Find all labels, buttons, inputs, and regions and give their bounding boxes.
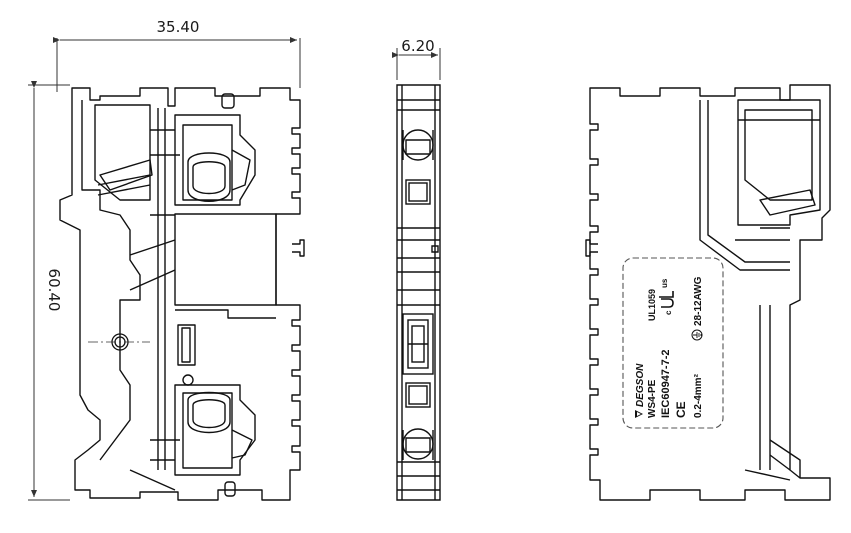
dimension-height bbox=[28, 81, 70, 501]
ul-mark-icon: c us bbox=[659, 278, 674, 315]
label-text-group: DEGSON WS4-PE UL1059 IEC60947-7-2 c us C… bbox=[635, 276, 704, 418]
model-name: WS4-PE bbox=[647, 379, 658, 418]
ul-standard: UL1059 bbox=[647, 289, 657, 321]
dimension-width bbox=[53, 37, 301, 92]
left-view bbox=[59, 87, 305, 501]
product-label-plate: DEGSON WS4-PE UL1059 IEC60947-7-2 c us C… bbox=[622, 257, 724, 429]
ce-mark: CE bbox=[674, 401, 688, 418]
brand-name: DEGSON bbox=[635, 363, 646, 407]
iec-standard: IEC60947-7-2 bbox=[660, 350, 672, 419]
degson-logo-icon bbox=[635, 410, 643, 418]
svg-text:us: us bbox=[660, 278, 669, 288]
dimension-height-label: 60.40 bbox=[45, 269, 63, 312]
middle-view bbox=[396, 84, 441, 501]
dimension-width-label: 35.40 bbox=[157, 18, 200, 36]
cross-section: 0.2-4mm² bbox=[693, 373, 704, 418]
dimension-thickness bbox=[392, 48, 441, 80]
right-view bbox=[585, 84, 831, 501]
awg-range: 28-12AWG bbox=[693, 276, 704, 326]
svg-text:c: c bbox=[664, 310, 673, 315]
dimension-thickness-label: 6.20 bbox=[401, 37, 434, 55]
ground-symbol-icon bbox=[691, 329, 703, 341]
